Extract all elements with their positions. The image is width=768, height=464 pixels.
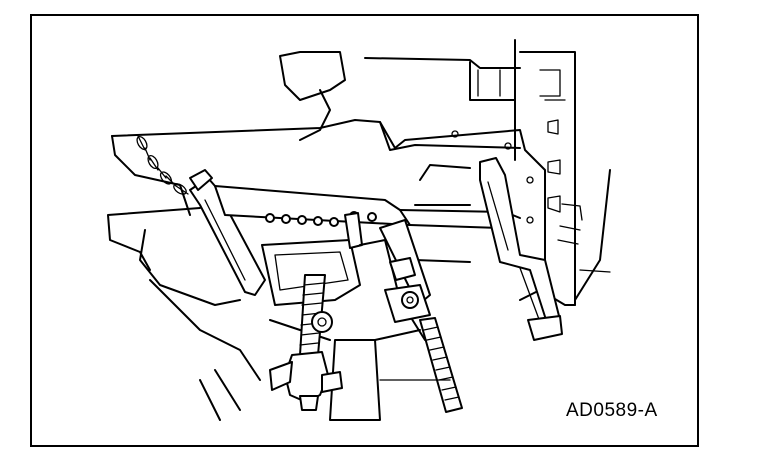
figure-id-label: AD0589-A	[566, 400, 658, 421]
jack-column	[269, 257, 463, 421]
holding-fixture	[189, 157, 563, 341]
lower-structure	[149, 279, 451, 421]
background-structure	[279, 39, 611, 306]
safety-chain	[136, 135, 189, 195]
